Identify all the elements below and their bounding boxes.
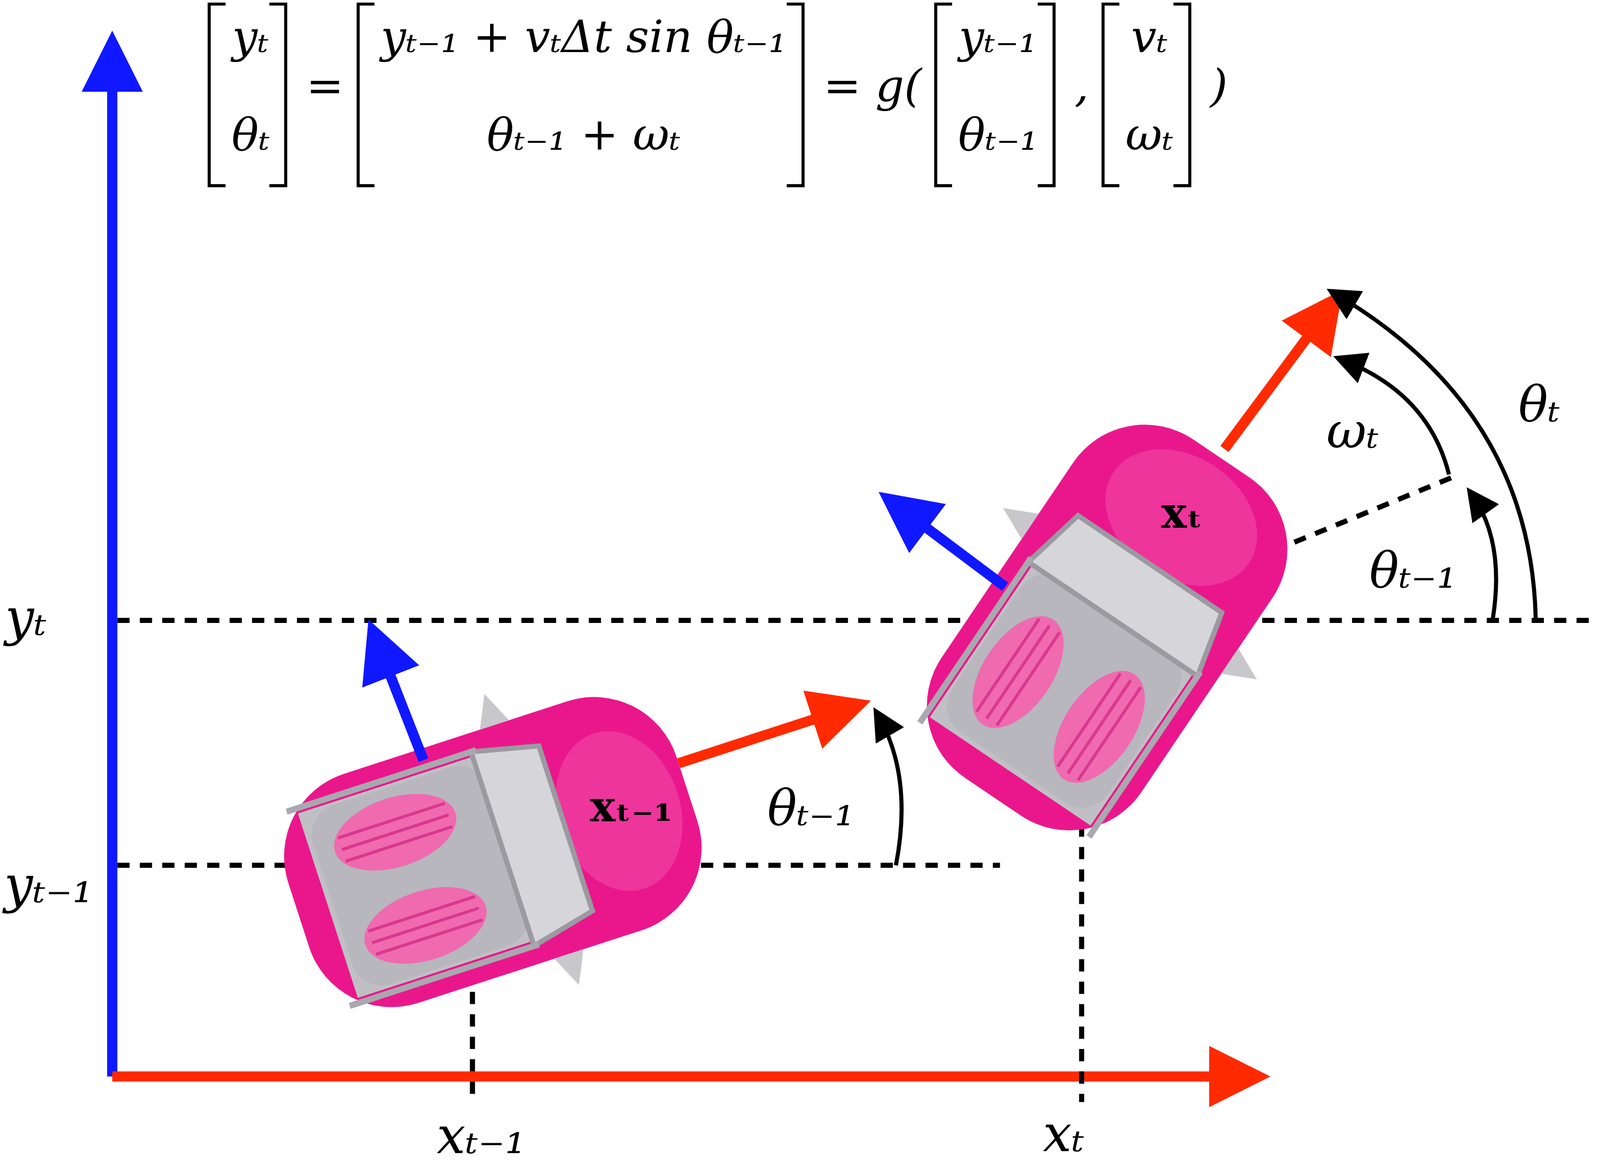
axis-label: yₜ₋₁ — [3, 859, 93, 911]
angle-label: θₜ₋₁ — [1369, 546, 1457, 596]
equation-term: yₜ — [232, 14, 269, 60]
equation-term: yₜ₋₁ + vₜΔt sin θₜ₋₁ — [380, 14, 787, 60]
matrix-bracket — [269, 3, 286, 186]
equation-term: vₜ — [1131, 14, 1168, 60]
axis-label: yₜ — [4, 591, 47, 643]
axis-label: xₜ — [1043, 1107, 1085, 1160]
matrix-bracket — [1037, 3, 1054, 186]
matrix-bracket — [935, 3, 953, 186]
matrix-bracket — [786, 3, 803, 186]
matrix-bracket — [209, 3, 226, 186]
equation-term: ωₜ — [1125, 112, 1173, 158]
matrix-bracket — [1173, 3, 1190, 186]
axis-label: xₜ₋₁ — [436, 1109, 526, 1162]
equation-term: θₜ₋₁ — [958, 112, 1039, 158]
matrix-bracket — [358, 3, 375, 186]
equation-term: = — [306, 63, 344, 109]
equation-term: θₜ — [231, 112, 270, 158]
equation-term: = g( — [823, 63, 922, 109]
pose-label: xₜ₋₁ — [589, 785, 673, 829]
angle-label: θₜ — [1518, 379, 1560, 429]
pose-label: xₜ — [1161, 492, 1203, 535]
equation-term: ) — [1210, 63, 1228, 109]
equation-term: θₜ₋₁ + ωₜ — [486, 112, 680, 158]
equation-term: yₜ₋₁ — [958, 14, 1038, 60]
equation-term: , — [1074, 63, 1089, 109]
angle-label: θₜ₋₁ — [767, 783, 855, 833]
matrix-bracket — [1103, 3, 1120, 186]
angle-label: ωₜ — [1326, 406, 1379, 456]
